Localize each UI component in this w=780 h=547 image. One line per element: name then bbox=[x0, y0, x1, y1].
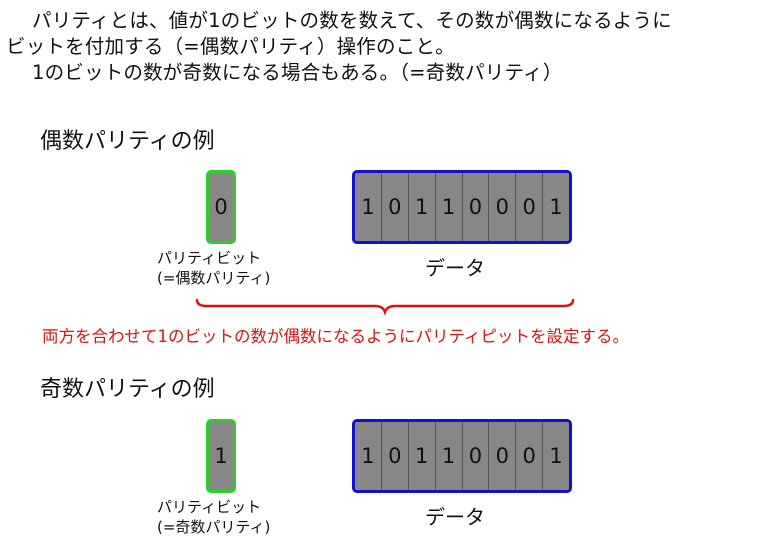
even-parity-heading: 偶数パリティの例 bbox=[40, 129, 215, 154]
even-data-label: データ bbox=[425, 256, 485, 280]
odd-parity-bit-cell: 1 bbox=[206, 419, 236, 493]
caption-line-1: パリティビット bbox=[157, 249, 262, 267]
data-bit-cell: 0 bbox=[516, 422, 544, 490]
caption-line-1: パリティビット bbox=[157, 498, 262, 516]
data-bit-cell: 0 bbox=[382, 173, 409, 241]
odd-parity-heading: 奇数パリティの例 bbox=[40, 377, 215, 402]
data-bit-cell: 1 bbox=[355, 422, 382, 490]
caption-line-2: (=奇数パリティ) bbox=[157, 518, 271, 536]
even-parity-bit-cell: 0 bbox=[206, 170, 236, 244]
data-bit-cell: 1 bbox=[436, 422, 463, 490]
data-bit-cell: 0 bbox=[382, 422, 409, 490]
intro-line-3: 1のビットの数が奇数になる場合もある。（=奇数パリティ） bbox=[32, 61, 563, 84]
data-bit-cell: 0 bbox=[516, 173, 544, 241]
data-bit-cell: 1 bbox=[436, 173, 463, 241]
red-brace bbox=[195, 298, 575, 316]
even-data-bits-box: 1 0 1 1 0 0 0 1 bbox=[352, 170, 572, 244]
caption-line-2: (=偶数パリティ) bbox=[157, 269, 271, 287]
data-bit-cell: 0 bbox=[463, 422, 490, 490]
intro-line-1: パリティとは、値が1のビットの数を数えて、その数が偶数になるように bbox=[32, 9, 672, 32]
note-text: 両方を合わせて1のビットの数が偶数になるようにパリティピットを設定する。 bbox=[42, 327, 630, 346]
data-bit-cell: 1 bbox=[549, 444, 563, 468]
data-bit-cell: 0 bbox=[463, 173, 490, 241]
even-parity-caption: パリティビット (=偶数パリティ) bbox=[157, 248, 270, 288]
data-bit-cell: 1 bbox=[409, 422, 436, 490]
odd-data-label: データ bbox=[425, 505, 485, 529]
data-bit-cell: 0 bbox=[489, 173, 517, 241]
intro-text: パリティとは、値が1のビットの数を数えて、その数が偶数になるように ビットを付加… bbox=[6, 8, 776, 86]
data-bit-cell: 1 bbox=[549, 195, 563, 219]
data-bit-cell: 0 bbox=[489, 422, 517, 490]
odd-data-bits-box: 1 0 1 1 0 0 0 1 bbox=[352, 419, 572, 493]
data-bit-cell: 1 bbox=[409, 173, 436, 241]
odd-parity-caption: パリティビット (=奇数パリティ) bbox=[157, 497, 270, 537]
intro-line-2: ビットを付加する（=偶数パリティ）操作のこと。 bbox=[6, 35, 455, 58]
data-bit-cell: 1 bbox=[355, 173, 382, 241]
